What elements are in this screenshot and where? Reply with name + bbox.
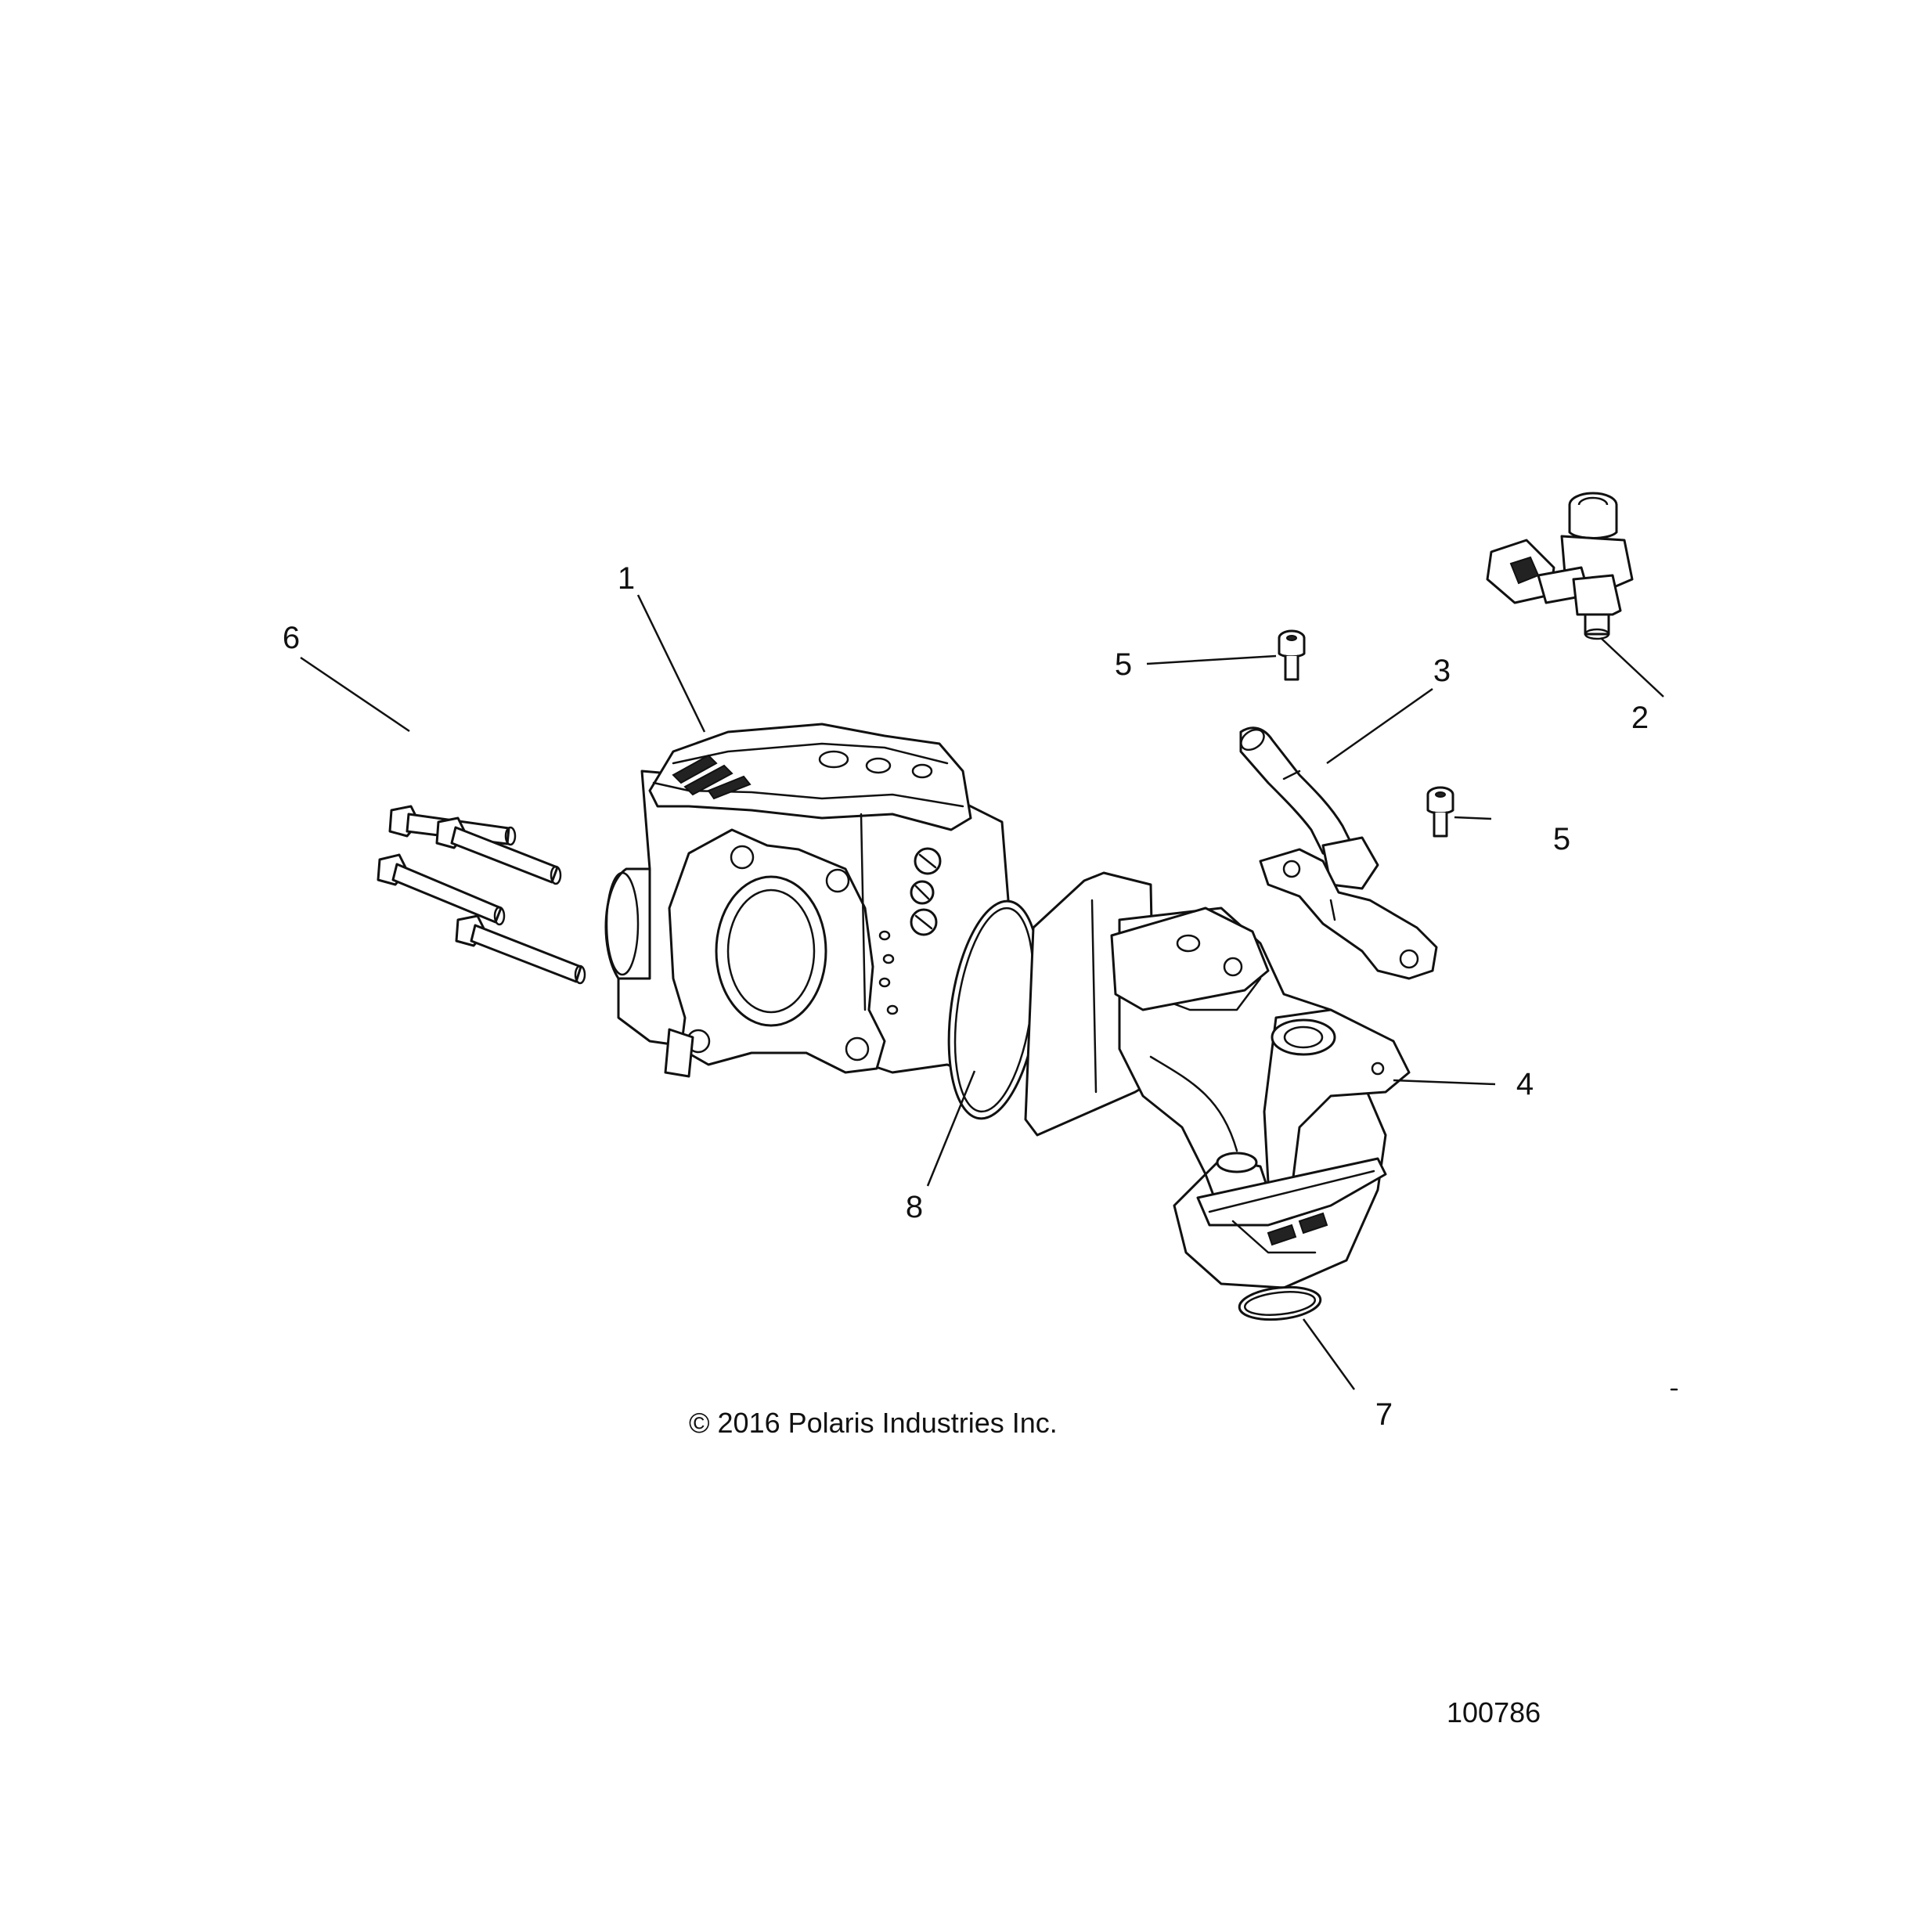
leader-7 bbox=[1302, 1318, 1356, 1390]
leader-1 bbox=[636, 594, 706, 733]
leader-3 bbox=[1326, 687, 1433, 765]
leader-lines bbox=[300, 594, 1664, 1390]
copyright-text: © 2016 Polaris Industries Inc. bbox=[689, 1407, 1058, 1439]
bolt-6-b bbox=[435, 816, 562, 885]
bolt-6-a bbox=[388, 805, 517, 846]
callout-6: 6 bbox=[283, 621, 300, 655]
bolt-6-c bbox=[377, 853, 506, 926]
bolt-6-d bbox=[455, 914, 586, 985]
screw-5-top bbox=[1278, 629, 1306, 681]
o-ring-7 bbox=[1238, 1285, 1322, 1321]
leader-8 bbox=[926, 1070, 976, 1187]
leader-5-top bbox=[1146, 654, 1277, 665]
callout-8: 8 bbox=[906, 1190, 923, 1224]
callout-1: 1 bbox=[618, 561, 635, 596]
fuel-rail-bracket-3 bbox=[1239, 726, 1438, 980]
throttle-body-1 bbox=[604, 723, 1019, 1082]
callout-4: 4 bbox=[1516, 1067, 1534, 1101]
callout-labels: 1 2 3 4 5 5 6 7 8 bbox=[283, 561, 1649, 1432]
callout-5-top: 5 bbox=[1115, 647, 1132, 682]
leader-4 bbox=[1393, 1079, 1496, 1086]
callout-2: 2 bbox=[1631, 701, 1649, 735]
intake-manifold-4 bbox=[1024, 871, 1411, 1289]
callout-7: 7 bbox=[1375, 1397, 1393, 1432]
drawing-number: 100786 bbox=[1447, 1696, 1541, 1728]
callout-3: 3 bbox=[1433, 654, 1451, 688]
callout-5-right: 5 bbox=[1553, 822, 1570, 856]
leader-5-right bbox=[1454, 816, 1492, 820]
leader-6 bbox=[300, 656, 410, 733]
screw-5-right bbox=[1426, 786, 1454, 838]
fuel-injector-2 bbox=[1486, 492, 1634, 640]
leader-2 bbox=[1600, 637, 1664, 697]
